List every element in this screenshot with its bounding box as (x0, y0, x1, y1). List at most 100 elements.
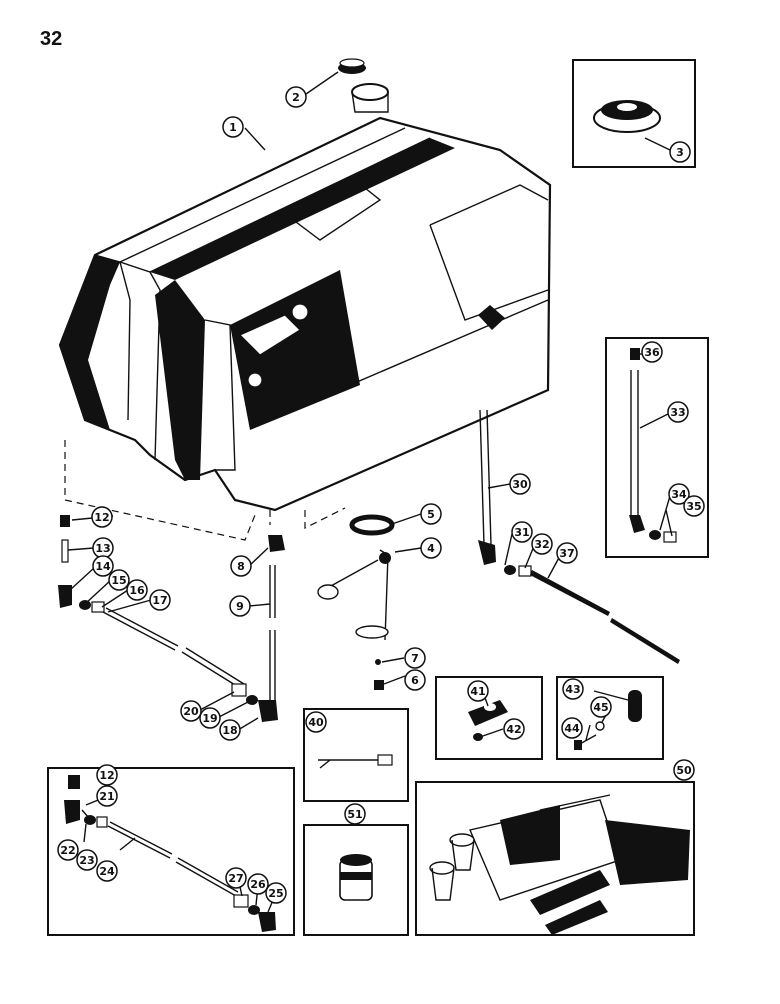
probe-detail-box (303, 708, 409, 802)
callout-32: 32 (531, 533, 553, 555)
callout-label: 3 (676, 146, 684, 159)
callout-label: 45 (593, 701, 608, 714)
fuel-tank (58, 83, 552, 512)
pipe-detail-box (605, 337, 709, 558)
fuel-sender (317, 514, 395, 690)
callout-51: 51 (344, 803, 366, 825)
callout-36: 36 (641, 341, 663, 363)
guide-line-sender (304, 507, 346, 529)
drain-pipe (268, 535, 285, 700)
callout-43: 43 (562, 678, 584, 700)
callout-45: 45 (590, 696, 612, 718)
callout-50: 50 (673, 759, 695, 781)
callout-label: 24 (99, 865, 115, 878)
cap-detail-box (572, 59, 696, 168)
callout-22: 22 (57, 839, 79, 861)
callout-6: 6 (404, 669, 426, 691)
callout-41: 41 (467, 680, 489, 702)
callout-3: 3 (669, 141, 691, 163)
right-fuel-line (478, 409, 680, 664)
callout-label: 6 (411, 674, 419, 687)
callout-24: 24 (96, 860, 118, 882)
callout-label: 31 (514, 526, 529, 539)
callout-label: 33 (670, 406, 685, 419)
callout-label: 17 (152, 594, 167, 607)
callout-label: 12 (94, 511, 109, 524)
callout-label: 50 (676, 764, 692, 777)
callout-18: 18 (219, 719, 241, 741)
callout-4: 4 (420, 537, 442, 559)
callout-23: 23 (76, 849, 98, 871)
callout-8: 8 (230, 555, 252, 577)
callout-12: 12 (91, 506, 113, 528)
callout-label: 26 (250, 878, 266, 891)
callout-label: 19 (202, 712, 217, 725)
bolt-detail-box (556, 676, 664, 760)
callout-label: 41 (470, 685, 485, 698)
callout-label: 22 (60, 844, 75, 857)
callout-42: 42 (503, 718, 525, 740)
callout-label: 23 (79, 854, 94, 867)
callout-label: 21 (99, 790, 114, 803)
callout-label: 51 (347, 808, 362, 821)
callout-label: 9 (236, 600, 244, 613)
callout-34: 34 (668, 483, 690, 505)
page-number: 32 (40, 28, 63, 50)
callout-label: 44 (564, 722, 580, 735)
callout-label: 27 (228, 872, 243, 885)
callout-label: 1 (229, 121, 237, 134)
callout-label: 7 (411, 652, 419, 665)
callout-label: 14 (95, 560, 111, 573)
callout-label: 5 (427, 508, 435, 521)
callout-21: 21 (96, 785, 118, 807)
callout-label: 40 (308, 716, 324, 729)
callout-label: 36 (644, 346, 660, 359)
callout-label: 8 (237, 560, 245, 573)
callout-26: 26 (247, 873, 269, 895)
callout-label: 43 (565, 683, 580, 696)
callout-label: 37 (559, 547, 574, 560)
callout-label: 42 (506, 723, 521, 736)
callout-13: 13 (92, 537, 114, 559)
callout-20: 20 (180, 700, 202, 722)
callout-33: 33 (667, 401, 689, 423)
callout-label: 35 (686, 500, 701, 513)
callout-17: 17 (149, 589, 171, 611)
callout-35: 35 (683, 495, 705, 517)
callout-19: 19 (199, 707, 221, 729)
callout-15: 15 (108, 569, 130, 591)
callout-25: 25 (265, 882, 287, 904)
callout-31: 31 (511, 521, 533, 543)
callout-5: 5 (420, 503, 442, 525)
left-fuel-line (58, 515, 278, 722)
callout-30: 30 (509, 473, 531, 495)
callout-label: 30 (512, 478, 528, 491)
callout-12-detail: 12 (96, 764, 118, 786)
guide-line-left (64, 440, 256, 541)
callout-label: 34 (671, 488, 687, 501)
callout-label: 18 (222, 724, 237, 737)
callout-9: 9 (229, 595, 251, 617)
kit-detail-box (415, 781, 695, 936)
filler-cap (338, 58, 366, 74)
callout-label: 15 (111, 574, 126, 587)
callout-37: 37 (556, 542, 578, 564)
callout-label: 16 (129, 584, 145, 597)
callout-14: 14 (92, 555, 114, 577)
callout-label: 25 (268, 887, 283, 900)
callout-7: 7 (404, 647, 426, 669)
leader-lines (67, 71, 673, 913)
jar-detail-box (303, 824, 409, 936)
alt-line-detail-box (47, 767, 295, 936)
callout-40: 40 (305, 711, 327, 733)
callout-1: 1 (222, 116, 244, 138)
callout-44: 44 (561, 717, 583, 739)
clip-detail-box (435, 676, 543, 760)
callout-16: 16 (126, 579, 148, 601)
callout-27: 27 (225, 867, 247, 889)
callout-label: 13 (95, 542, 110, 555)
callout-label: 2 (292, 91, 300, 104)
callout-label: 4 (427, 542, 435, 555)
